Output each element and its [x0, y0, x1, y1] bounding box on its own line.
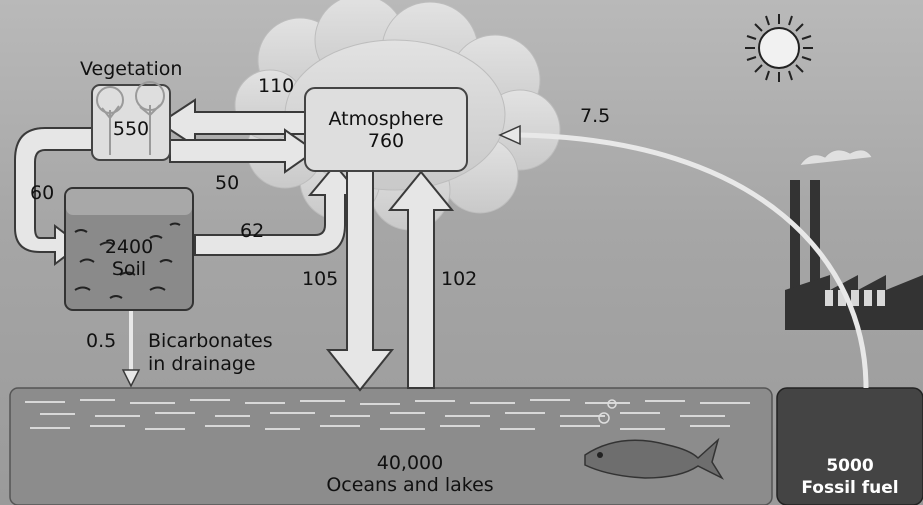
ocean-body [9, 387, 773, 505]
drainage-label-line1: Bicarbonates [148, 330, 273, 352]
fossil-fuel-label: Fossil fuel [801, 478, 899, 498]
arrow-ocean-to-atm [387, 170, 455, 389]
flow-label-50: 50 [215, 172, 240, 194]
vegetation-box [91, 81, 171, 161]
sun-icon [745, 14, 813, 82]
flow-label-110: 110 [258, 75, 295, 97]
atmosphere-value: 760 [367, 130, 405, 152]
oceans-label: Oceans and lakes [326, 474, 494, 496]
fossil-fuel-box [776, 387, 923, 505]
flow-label-105: 105 [302, 268, 339, 290]
flow-label-0-5: 0.5 [86, 330, 117, 352]
oceans-value: 40,000 [376, 452, 444, 474]
soil-label: Soil [111, 258, 147, 280]
drainage-label-line2: in drainage [148, 353, 256, 375]
tree-icon [96, 81, 165, 155]
flow-label-7-5: 7.5 [580, 105, 611, 127]
soil-value: 2400 [104, 236, 154, 258]
flow-label-60: 60 [30, 182, 55, 204]
vegetation-value: 550 [112, 118, 150, 140]
atmosphere-label: Atmosphere [328, 108, 444, 130]
vegetation-label: Vegetation [80, 58, 183, 80]
soil-box [64, 187, 194, 311]
arrow-soil-to-atm [194, 163, 363, 256]
atmosphere-box [304, 87, 468, 172]
fish-icon [584, 399, 725, 480]
factory-icon [785, 149, 923, 330]
arrow-fossil-to-atm [519, 132, 869, 389]
flow-label-62: 62 [240, 220, 265, 242]
fossil-fuel-value: 5000 [826, 456, 874, 476]
arrow-atm-to-ocean [325, 169, 395, 392]
arrow-veg-to-atm [169, 128, 317, 174]
flow-label-102: 102 [441, 268, 478, 290]
